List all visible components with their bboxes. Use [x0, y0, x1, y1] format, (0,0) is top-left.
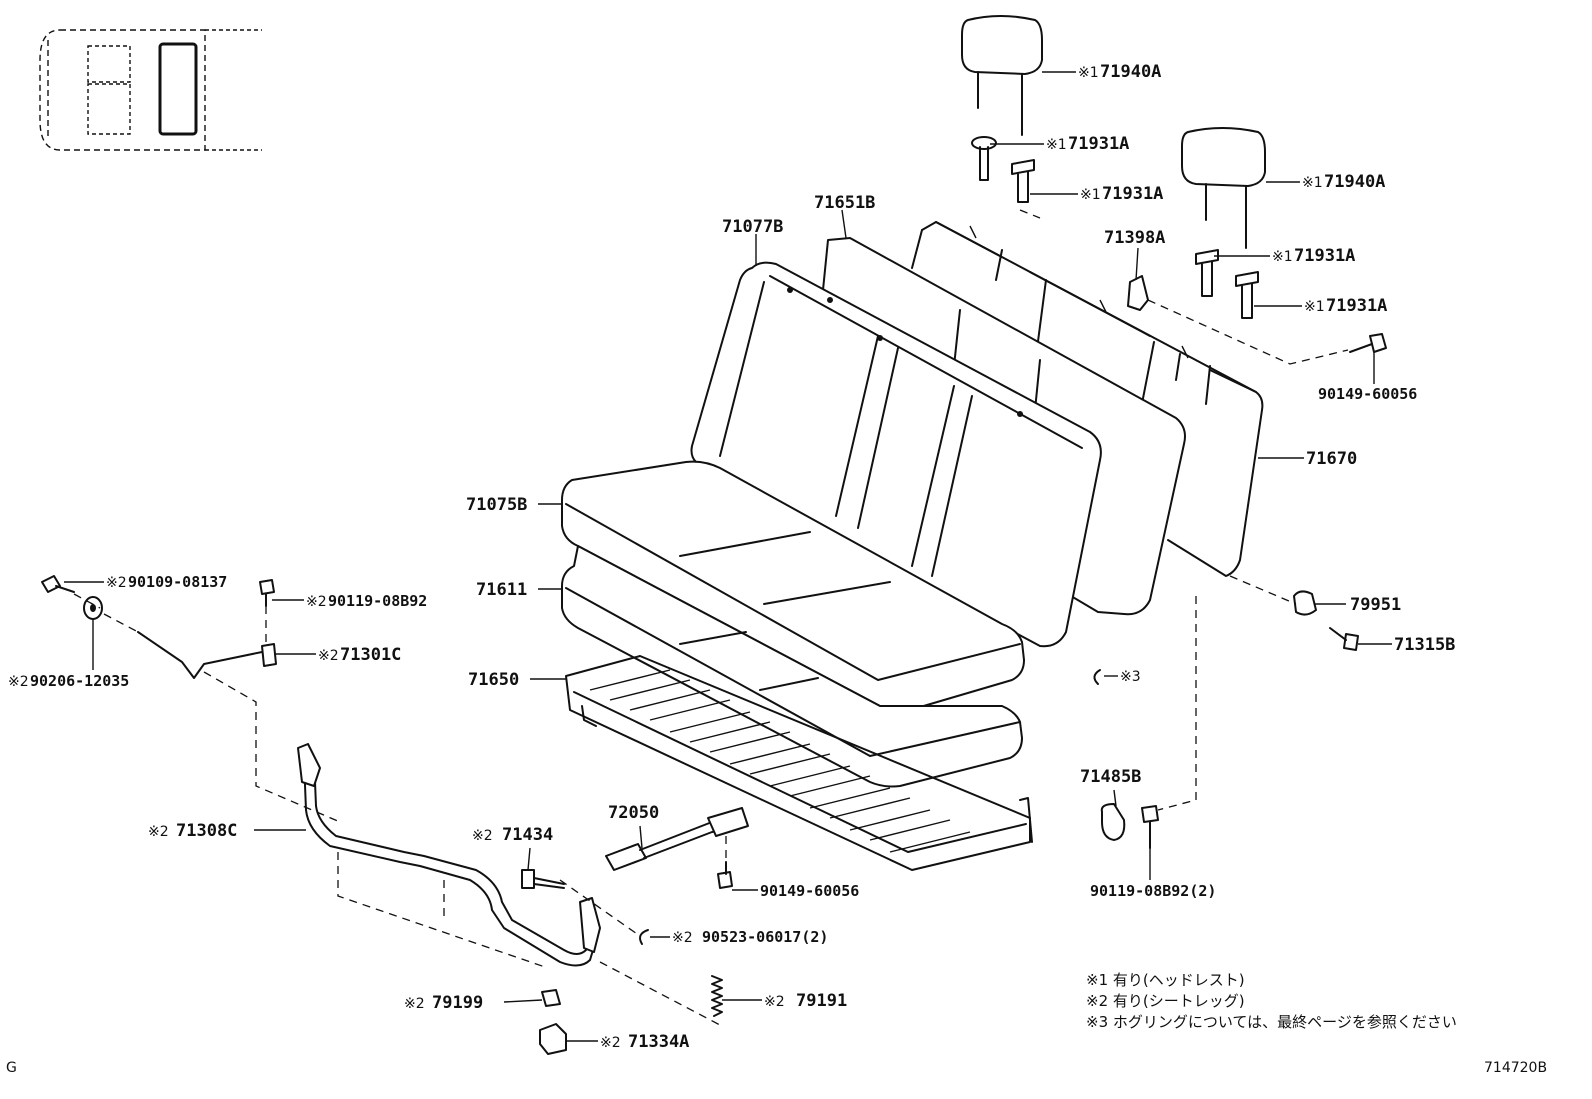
cap-71334A: [539, 1023, 567, 1055]
mark-2: ※2: [404, 996, 425, 1012]
label-90119-08B92: 90119-08B92: [328, 592, 427, 610]
label-71334A: 71334A: [628, 1032, 689, 1052]
headrest-guide-3: [1195, 249, 1219, 297]
corner-code-left: G: [6, 1060, 17, 1076]
label-71940A-2: 71940A: [1324, 172, 1385, 192]
label-71611: 71611: [476, 580, 527, 600]
mark-1: ※1: [1302, 175, 1323, 191]
pin-71434: [521, 869, 565, 889]
mark-2: ※2: [600, 1035, 621, 1051]
mark-2: ※2: [148, 824, 169, 840]
illustration-code: 714720B: [1484, 1060, 1547, 1076]
label-90523-06017-2: 90523-06017(2): [702, 928, 828, 946]
label-79951: 79951: [1350, 595, 1401, 615]
mark-1: ※1: [1272, 249, 1293, 265]
bolt-90119-08B92-2: [1141, 805, 1159, 849]
bracket-71398A: [1127, 275, 1149, 311]
bolt-90149-60056-top: [1349, 333, 1387, 353]
label-71940A-1: 71940A: [1100, 62, 1161, 82]
label-71931A-2: 71931A: [1102, 184, 1163, 204]
cover-79951: [1293, 590, 1317, 616]
mark-1: ※1: [1080, 187, 1101, 203]
footnote-2: ※2 有り(シートレッグ): [1086, 992, 1245, 1010]
headrest-guide-2: [1011, 159, 1035, 203]
mark-3: ※3: [1120, 669, 1141, 685]
cushion-pad-71611: [561, 545, 1023, 788]
bolt-90109-08137: [41, 575, 75, 593]
mark-2: ※2: [8, 674, 29, 690]
label-71670: 71670: [1306, 449, 1357, 469]
mark-1: ※1: [1304, 299, 1325, 315]
label-90206-12035: 90206-12035: [30, 672, 129, 690]
label-71315B: 71315B: [1394, 635, 1455, 655]
label-90109-08137: 90109-08137: [128, 573, 227, 591]
leg-frame-71308C: [297, 743, 601, 967]
strap-72050: [605, 807, 749, 871]
label-79199: 79199: [432, 993, 483, 1013]
mark-2: ※2: [472, 828, 493, 844]
label-79191: 79191: [796, 991, 847, 1011]
cover-71485B: [1100, 803, 1126, 841]
footnotes: ※1 有り(ヘッドレスト) ※2 有り(シートレッグ) ※3 ホグリングについて…: [1086, 971, 1457, 1031]
spring-79191: [711, 975, 723, 1017]
label-72050: 72050: [608, 803, 659, 823]
headrest-guide-1: [971, 136, 997, 181]
mark-2: ※2: [306, 594, 327, 610]
bolt-71315B: [1329, 627, 1359, 651]
label-90149-60056-bottom: 90149-60056: [760, 882, 859, 900]
cushion-cover-71075B: [561, 460, 1025, 712]
label-71434: 71434: [502, 825, 553, 845]
hog-ring: [1093, 669, 1101, 685]
mark-2: ※2: [106, 575, 127, 591]
seatback-cover-71077B: [690, 261, 1102, 648]
highlighted-seat-location: [158, 42, 198, 136]
cushion-frame-71650: [565, 655, 1033, 871]
label-71931A-1: 71931A: [1068, 134, 1129, 154]
headrest-2: [1181, 127, 1266, 249]
label-71301C: 71301C: [340, 645, 401, 665]
bolt-90119-08B92: [259, 579, 275, 607]
mark-2: ※2: [764, 994, 785, 1010]
label-71077B: 71077B: [722, 217, 783, 237]
vehicle-locator-thumbnail: [39, 29, 262, 151]
bolt-90149-60056-bottom: [717, 861, 733, 889]
label-71650: 71650: [468, 670, 519, 690]
label-90149-60056-top: 90149-60056: [1318, 385, 1417, 403]
label-71651B: 71651B: [814, 193, 875, 213]
link-71301C: [137, 631, 277, 679]
label-71931A-3: 71931A: [1294, 246, 1355, 266]
label-71308C: 71308C: [176, 821, 237, 841]
footnote-1: ※1 有り(ヘッドレスト): [1086, 971, 1245, 989]
label-71485B: 71485B: [1080, 767, 1141, 787]
bushing-79199: [541, 989, 561, 1007]
footnote-3: ※3 ホグリングについては、最終ページを参照ください: [1086, 1013, 1457, 1031]
label-71931A-4: 71931A: [1326, 296, 1387, 316]
label-71398A: 71398A: [1104, 228, 1165, 248]
headrest-guide-4: [1235, 271, 1259, 319]
mark-2: ※2: [318, 648, 339, 664]
part-number-labels: ※1 71940A ※1 71931A ※1 71931A ※1 71940A …: [8, 62, 1455, 1052]
headrest-1: [961, 15, 1043, 136]
mark-1: ※1: [1046, 137, 1067, 153]
label-90119-08B92-2: 90119-08B92(2): [1090, 882, 1216, 900]
mark-2: ※2: [672, 930, 693, 946]
mark-1: ※1: [1078, 65, 1099, 81]
clip-90523-06017: [639, 929, 649, 945]
label-71075B: 71075B: [466, 495, 527, 515]
assembly-dashed-lines: [73, 209, 1349, 1026]
leader-lines: [64, 71, 1392, 1042]
